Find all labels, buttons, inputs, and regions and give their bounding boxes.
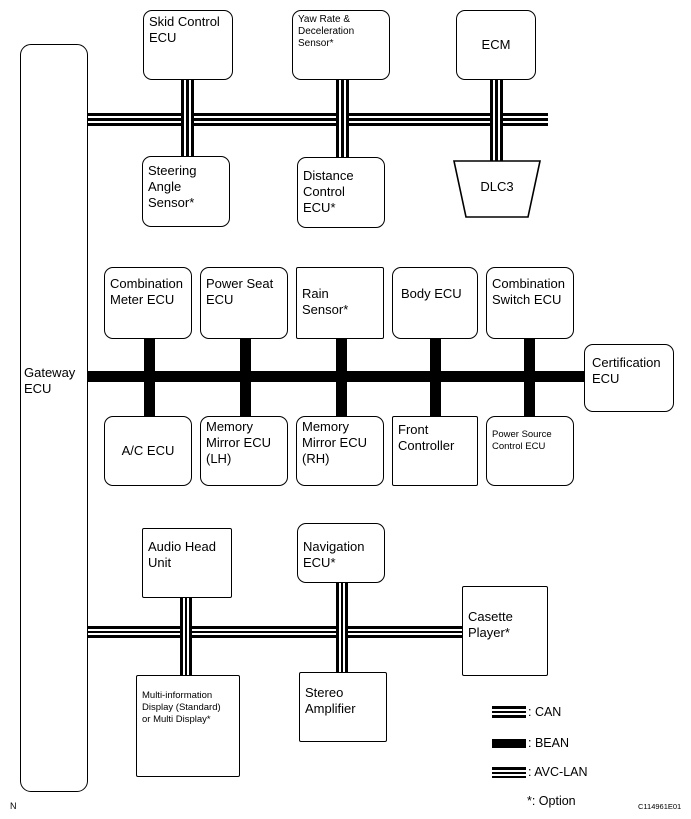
can-drop-yaw-distance [336, 80, 349, 160]
combination-switch-ecu: Combination Switch ECU [486, 267, 574, 339]
rain-sensor: Rain Sensor* [296, 267, 384, 339]
skid-control-ecu: Skid Control ECU [143, 10, 233, 80]
steering-angle-sensor: Steering Angle Sensor* [142, 156, 230, 227]
legend-can-label: : CAN [528, 705, 562, 719]
distance-control-ecu: Distance Control ECU* [297, 157, 385, 228]
avc-lan-bus [88, 580, 462, 676]
power-source-control-ecu: Power Source Control ECU [486, 416, 574, 486]
avc-drop-audio [180, 598, 192, 676]
figure-id: C114961E01 [638, 802, 682, 811]
body-ecu: Body ECU [392, 267, 478, 339]
memory-mirror-ecu-rh: Memory Mirror ECU (RH) [296, 416, 384, 486]
yaw-rate-sensor: Yaw Rate & Deceleration Sensor* [292, 10, 390, 80]
gateway-ecu: Gateway ECU [20, 44, 88, 792]
corner-mark: N [10, 801, 17, 811]
can-bus [88, 80, 548, 164]
combination-meter-ecu: Combination Meter ECU [104, 267, 192, 339]
legend-avc-label: : AVC-LAN [528, 765, 588, 779]
certification-ecu: Certification ECU [584, 344, 674, 412]
stereo-amplifier: Stereo Amplifier [299, 672, 387, 742]
navigation-ecu: Navigation ECU* [297, 523, 385, 583]
audio-head-unit: Audio Head Unit [142, 528, 232, 598]
power-seat-ecu: Power Seat ECU [200, 267, 288, 339]
dlc3: DLC3 [453, 160, 541, 218]
legend-option-note: *: Option [527, 794, 576, 808]
ac-ecu: A/C ECU [104, 416, 192, 486]
legend-can-swatch [492, 706, 526, 718]
legend-bean-swatch [492, 739, 526, 748]
multi-information-display: Multi-information Display (Standard) or … [136, 675, 240, 777]
legend-swatches [492, 706, 526, 778]
front-controller: Front Controller [392, 416, 478, 486]
legend-avc-swatch [492, 767, 526, 778]
avc-drop-nav-stereo [336, 580, 348, 674]
gateway-ecu-label: Gateway ECU [24, 365, 76, 396]
dlc3-label: DLC3 [480, 179, 513, 194]
cassette-player: Casette Player* [462, 586, 548, 676]
can-drop-skid-steering [181, 80, 194, 160]
legend-bean-label: : BEAN [528, 736, 569, 750]
memory-mirror-ecu-lh: Memory Mirror ECU (LH) [200, 416, 288, 486]
ecm: ECM [456, 10, 536, 80]
bean-bus [88, 338, 585, 418]
can-drop-ecm-dlc [490, 80, 503, 164]
